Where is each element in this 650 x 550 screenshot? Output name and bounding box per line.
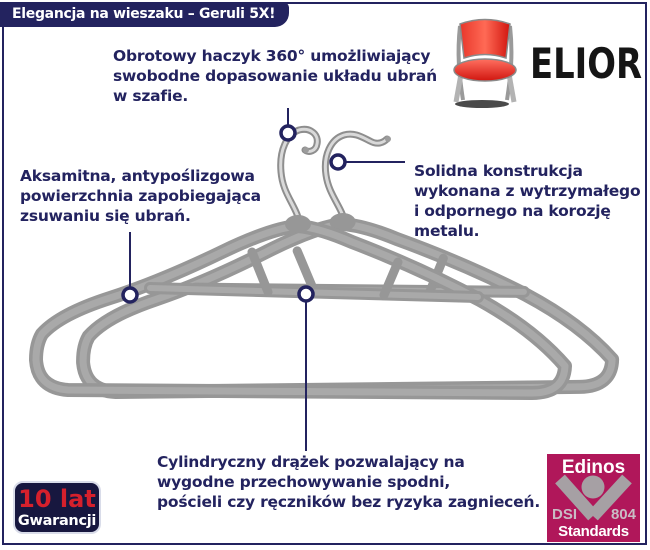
callout-marker-surface bbox=[121, 286, 139, 304]
brand-logo: ELIOR bbox=[448, 12, 648, 112]
standards-brand: Edinos bbox=[561, 457, 626, 478]
velvet-hanger-back bbox=[81, 208, 613, 395]
brand-name: ELIOR bbox=[530, 39, 642, 88]
standards-badge: Edinos DSI 804 Standards bbox=[547, 454, 640, 542]
standards-label: Standards bbox=[558, 523, 629, 540]
red-chair-icon bbox=[453, 18, 517, 108]
note-bar: Cylindryczny drążek pozwalający na wygod… bbox=[157, 453, 541, 511]
banner-title: Elegancja na wieszaku – Geruli 5X! bbox=[12, 6, 276, 22]
note-metal: Solidna konstrukcja wykonana z wytrzymał… bbox=[414, 162, 641, 240]
note-hook: Obrotowy haczyk 360° umożliwiający swobo… bbox=[113, 47, 437, 105]
standards-804: 804 bbox=[610, 506, 636, 523]
swivel-hook-left-icon bbox=[277, 125, 321, 232]
callout-marker-hook bbox=[279, 124, 297, 142]
standards-dsi: DSI bbox=[552, 506, 578, 523]
note-surface: Aksamitna, antypoślizgowa powierzchnia z… bbox=[20, 167, 261, 225]
warranty-badge: 10 lat Gwarancji bbox=[13, 481, 101, 534]
swivel-hook-right-icon bbox=[321, 130, 391, 230]
velvet-hanger-front bbox=[36, 215, 565, 393]
callout-marker-bar bbox=[297, 285, 315, 303]
brand-wordmark: ELIOR bbox=[530, 39, 642, 88]
warranty-years: 10 lat bbox=[18, 485, 96, 513]
warranty-label: Gwarancji bbox=[17, 513, 97, 529]
standards-emblem-icon bbox=[555, 474, 632, 521]
banner: Elegancja na wieszaku – Geruli 5X! bbox=[0, 2, 290, 27]
callout-marker-metal bbox=[329, 153, 347, 171]
